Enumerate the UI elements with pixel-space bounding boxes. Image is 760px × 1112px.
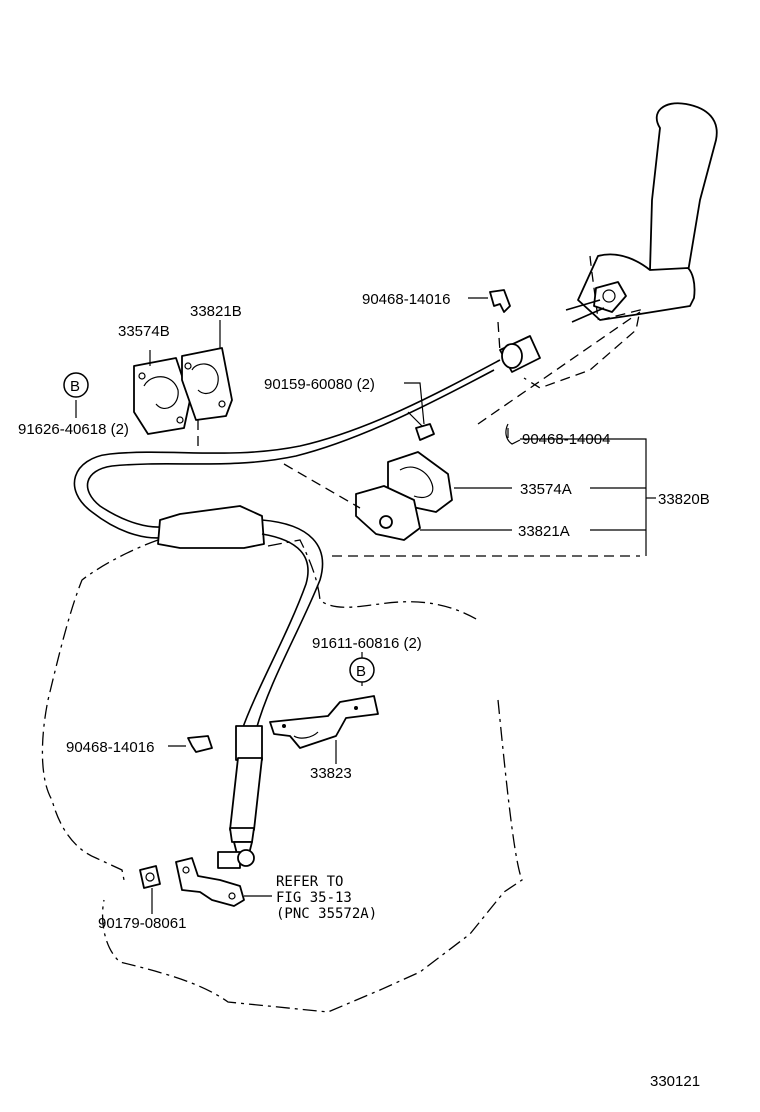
label-clip-upper: 90468-14016 — [362, 291, 450, 308]
transmission-outline — [41, 539, 640, 1013]
label-gasket-a: 33821A — [518, 523, 570, 540]
refer-line-3: (PNC 35572A) — [276, 906, 377, 922]
leader-lines — [75, 297, 656, 914]
callout-labels: 90468-14016 90159-60080 (2) 33574B 33821… — [18, 291, 710, 1090]
label-nut: 90179-08061 — [98, 915, 186, 932]
center-gaskets — [283, 411, 521, 541]
shift-cable — [73, 359, 501, 869]
refer-line-1: REFER TO — [276, 874, 343, 890]
bracket — [269, 695, 379, 749]
upper-left-gaskets — [133, 320, 233, 450]
label-bolt-lower: 91611-60816 (2) — [312, 635, 422, 652]
lower-small-parts — [139, 735, 245, 907]
label-retainer-b: 33574B — [118, 323, 170, 340]
label-gasket-b: 33821B — [190, 303, 242, 320]
callout-b-lower-text: B — [356, 663, 366, 680]
callout-b-upper: B — [63, 372, 89, 398]
label-retainer-a: 33574A — [520, 481, 572, 498]
label-bolt-upper: 90159-60080 (2) — [264, 376, 375, 393]
label-bracket: 33823 — [310, 765, 352, 782]
label-bolt-b: 91626-40618 (2) — [18, 421, 129, 438]
clip-upper-icon — [489, 289, 511, 313]
callout-b-upper-text: B — [70, 378, 80, 395]
label-clip-pin: 90468-14004 — [522, 431, 610, 448]
label-clip-lower: 90468-14016 — [66, 739, 154, 756]
refer-line-2: FIG 35-13 — [276, 890, 352, 906]
label-cable-assy: 33820B — [658, 491, 710, 508]
callout-b-lower: B — [349, 657, 375, 683]
diagram-id: 330121 — [650, 1073, 700, 1090]
shift-lever-assembly — [477, 102, 718, 425]
